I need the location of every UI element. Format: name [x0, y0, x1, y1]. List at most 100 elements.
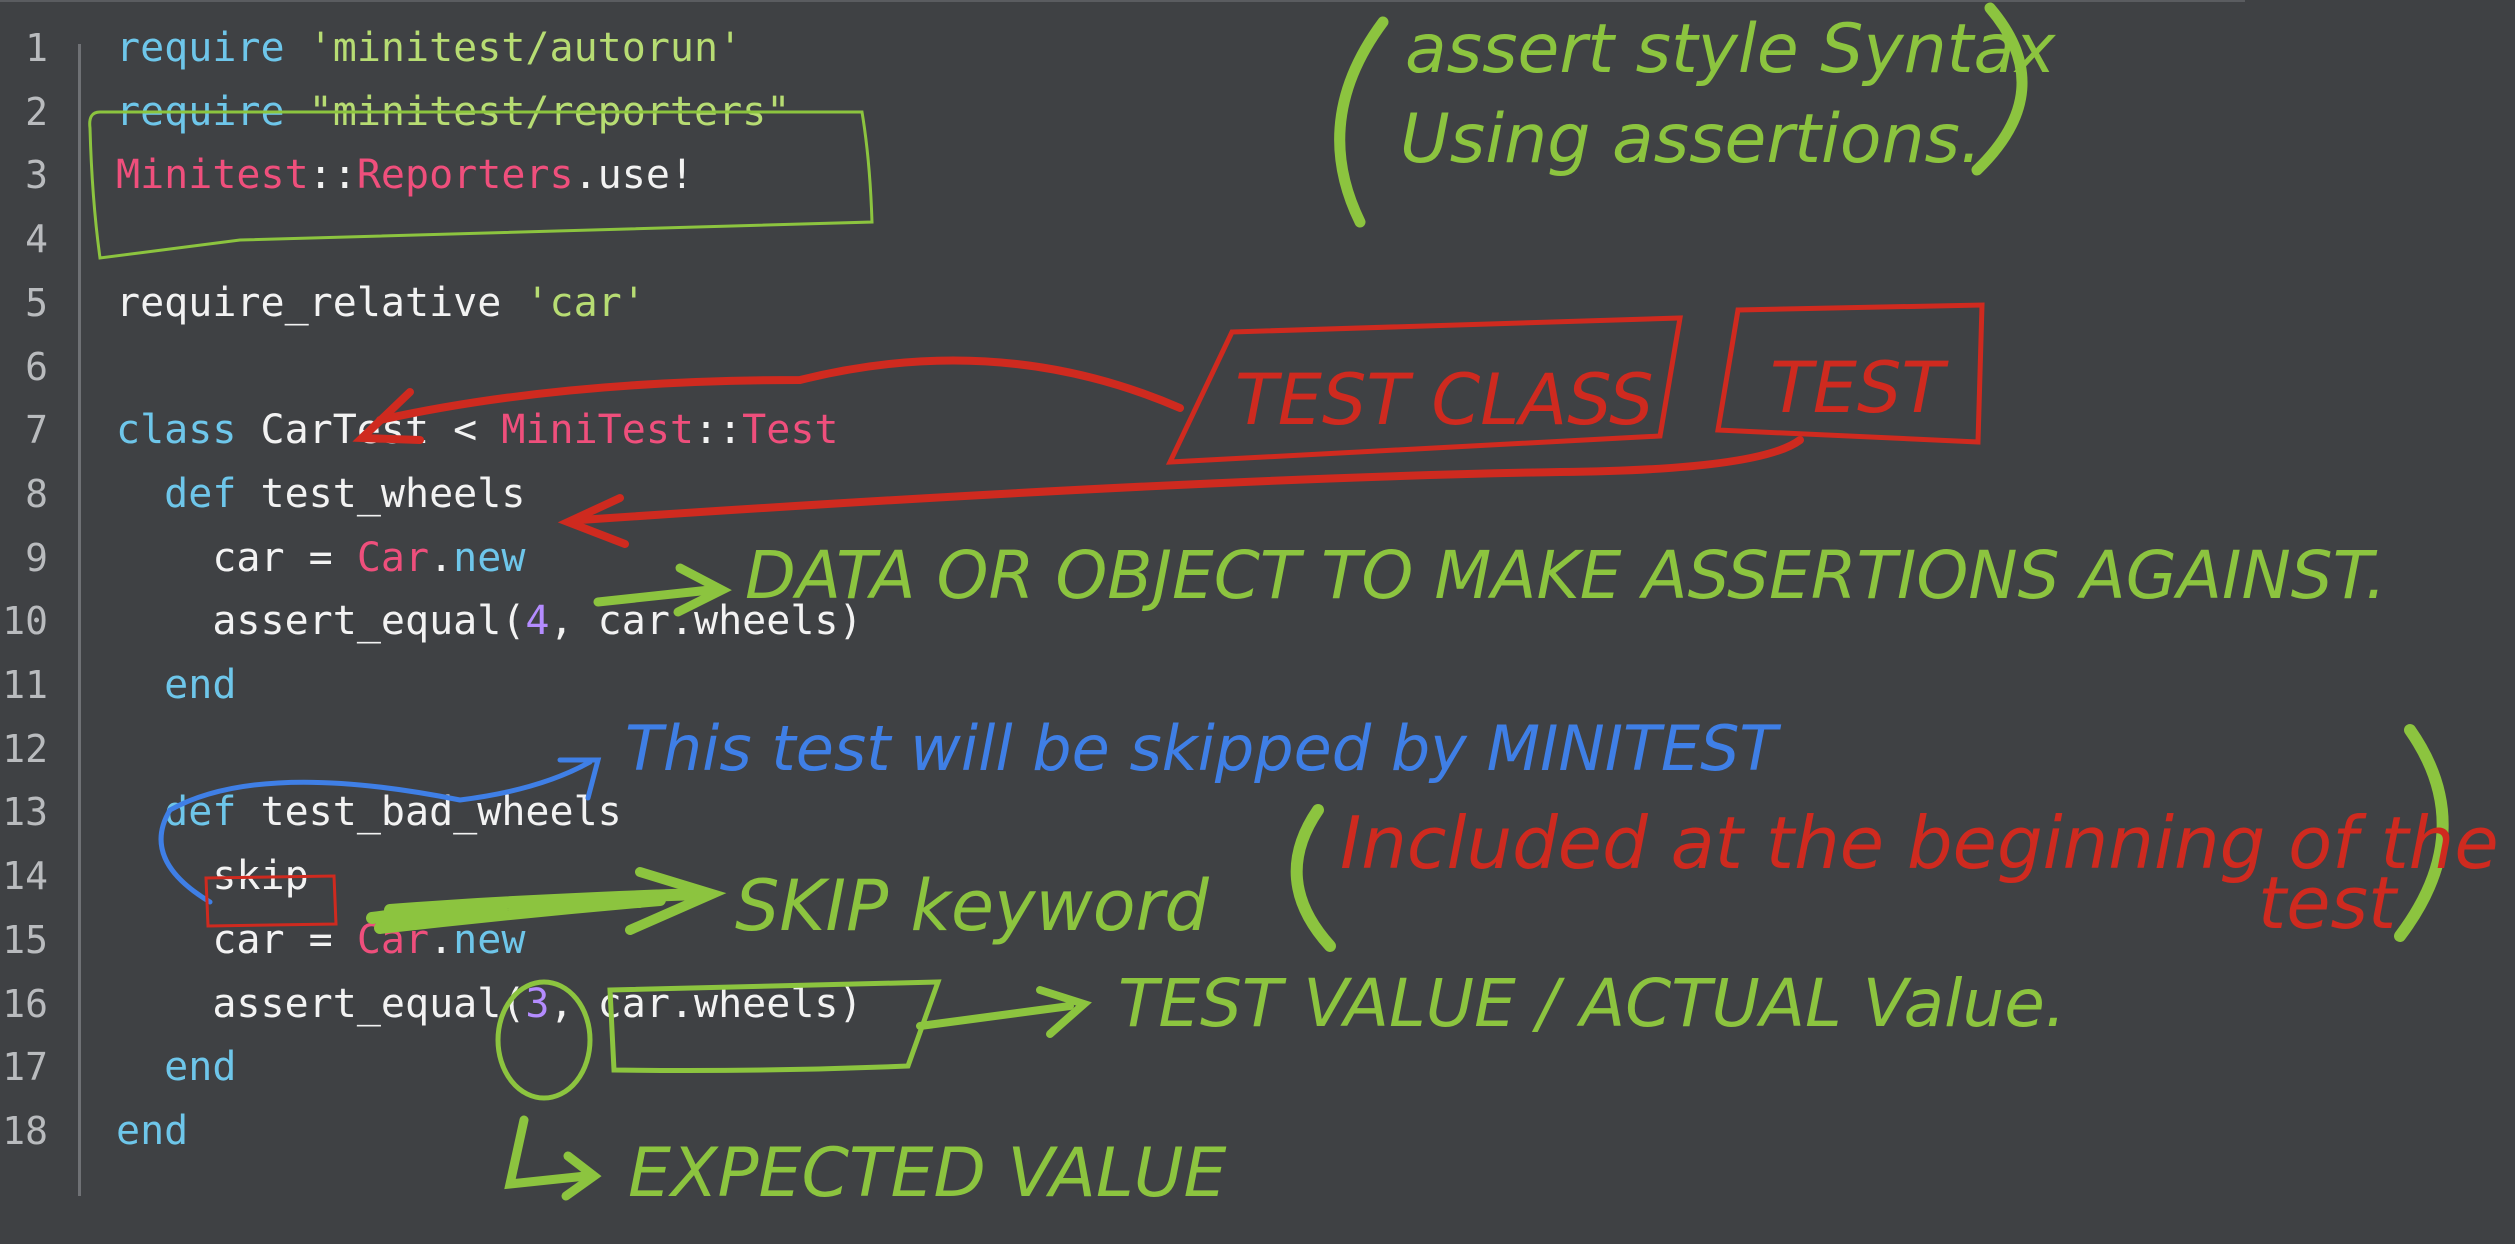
code-token: def	[164, 470, 237, 517]
code-token	[116, 1044, 164, 1090]
code-line[interactable]: 5 require_relative 'car'	[0, 271, 1250, 335]
code-token: new	[453, 534, 526, 581]
code-token: require	[116, 88, 285, 135]
code-line[interactable]: 1 require 'minitest/autorun'	[0, 16, 1250, 80]
code-token: 3	[525, 980, 550, 1027]
line-number: 16	[2, 981, 48, 1026]
line-number: 17	[2, 1045, 48, 1090]
code-token	[285, 89, 309, 135]
code-text[interactable]: require 'minitest/autorun'	[116, 16, 742, 80]
code-token: end	[164, 662, 237, 708]
code-token: .	[429, 534, 454, 581]
code-token: end	[164, 1044, 237, 1091]
line-number: 10	[2, 599, 48, 644]
note-included: Included at the beginning of the	[1340, 801, 2499, 885]
line-number: 2	[25, 89, 48, 134]
code-line[interactable]: 12	[0, 717, 1250, 781]
code-token: assert_equal(	[116, 980, 526, 1027]
code-text[interactable]: end	[116, 1035, 236, 1099]
code-line[interactable]: 8 def test_wheels	[0, 462, 1250, 526]
code-token: test_bad_wheels	[236, 789, 622, 836]
code-text[interactable]: end	[116, 1099, 188, 1163]
line-number: 14	[2, 854, 48, 899]
note-test-class: TEST CLASS	[1235, 359, 1654, 441]
green-left-paren	[1334, 16, 1389, 228]
code-text[interactable]: skip	[116, 844, 308, 908]
green-right-paren-2	[2394, 724, 2449, 942]
code-line[interactable]: 3 Minitest::Reporters.use!	[0, 143, 1250, 207]
code-line[interactable]: 10 assert_equal(4, car.wheels)	[0, 589, 1250, 653]
code-token: Car	[356, 534, 430, 581]
line-number: 3	[25, 153, 48, 198]
note-test: TEST	[1770, 347, 1949, 429]
code-token: .use!	[573, 152, 694, 199]
line-number: 7	[25, 408, 48, 453]
code-line[interactable]: 2 require "minitest/reporters"	[0, 80, 1250, 144]
code-token: ::	[693, 407, 743, 454]
code-line[interactable]: 13 def test_bad_wheels	[0, 780, 1250, 844]
line-number: 4	[25, 217, 48, 262]
code-token: require	[116, 25, 285, 71]
line-number: 6	[25, 344, 48, 389]
note-assert-style: assert style Syntax	[1405, 10, 2056, 89]
code-text[interactable]: class CarTest < MiniTest::Test	[116, 398, 838, 462]
line-number: 13	[2, 790, 48, 835]
code-line[interactable]: 17 end	[0, 1035, 1250, 1099]
code-token: require_relative	[116, 279, 502, 326]
code-token: Minitest	[116, 152, 309, 199]
code-token: 'minitest/autorun'	[308, 25, 743, 71]
code-token: Car	[356, 916, 430, 963]
code-token: ::	[308, 152, 357, 199]
code-line[interactable]: 18 end	[0, 1099, 1250, 1163]
line-number: 1	[25, 26, 48, 70]
code-token: .	[429, 916, 454, 963]
code-text[interactable]: car = Car.new	[116, 908, 525, 972]
code-token: def	[164, 789, 237, 836]
code-token	[116, 662, 164, 708]
line-number: 8	[25, 471, 48, 516]
code-token: , car.wheels)	[549, 598, 863, 645]
code-text[interactable]: require_relative 'car'	[116, 271, 646, 335]
code-text[interactable]: assert_equal(4, car.wheels)	[116, 589, 863, 653]
note-using-assertions: Using assertions.	[1400, 100, 1982, 179]
line-number: 18	[2, 1108, 48, 1153]
note-test-value: TEST VALUE / ACTUAL Value.	[1118, 965, 2066, 1042]
code-token: Reporters	[356, 152, 574, 199]
code-token: car =	[116, 534, 357, 581]
code-line[interactable]: 14 skip	[0, 844, 1250, 908]
line-number: 15	[2, 917, 48, 962]
line-number: 11	[2, 663, 48, 707]
code-text[interactable]: def test_bad_wheels	[116, 780, 622, 844]
code-text[interactable]: end	[116, 653, 236, 717]
code-text[interactable]: def test_wheels	[116, 462, 525, 526]
code-token: 4	[525, 598, 550, 645]
code-token	[501, 280, 525, 326]
code-line[interactable]: 4	[0, 207, 1250, 271]
code-line[interactable]: 9 car = Car.new	[0, 526, 1250, 590]
code-line[interactable]: 7 class CarTest < MiniTest::Test	[0, 398, 1250, 462]
code-token: MiniTest	[501, 407, 694, 454]
line-number: 5	[25, 280, 48, 325]
red-box-test	[1715, 302, 1985, 445]
code-text[interactable]: car = Car.new	[116, 526, 525, 590]
code-line[interactable]: 16 assert_equal(3, car.wheels)	[0, 972, 1250, 1036]
code-token: 'car'	[525, 279, 646, 326]
code-line[interactable]: 15 car = Car.new	[0, 908, 1250, 972]
editor-top-border	[0, 0, 2245, 2]
code-text[interactable]: assert_equal(3, car.wheels)	[116, 972, 863, 1036]
code-token: assert_equal(	[116, 598, 526, 645]
code-line[interactable]: 11 end	[0, 653, 1250, 717]
code-token	[116, 471, 164, 517]
code-text[interactable]: require "minitest/reporters"	[116, 80, 790, 144]
code-token	[116, 789, 164, 835]
green-left-paren-2	[1290, 804, 1336, 952]
code-token: Test	[742, 407, 839, 454]
note-included-test: test	[2258, 861, 2399, 945]
code-token: car =	[116, 916, 357, 963]
code-token: CarTest <	[236, 407, 502, 454]
code-text[interactable]: Minitest::Reporters.use!	[116, 143, 694, 207]
code-line[interactable]: 6	[0, 335, 1250, 399]
code-token: , car.wheels)	[549, 980, 863, 1027]
green-right-paren	[1971, 2, 2028, 176]
